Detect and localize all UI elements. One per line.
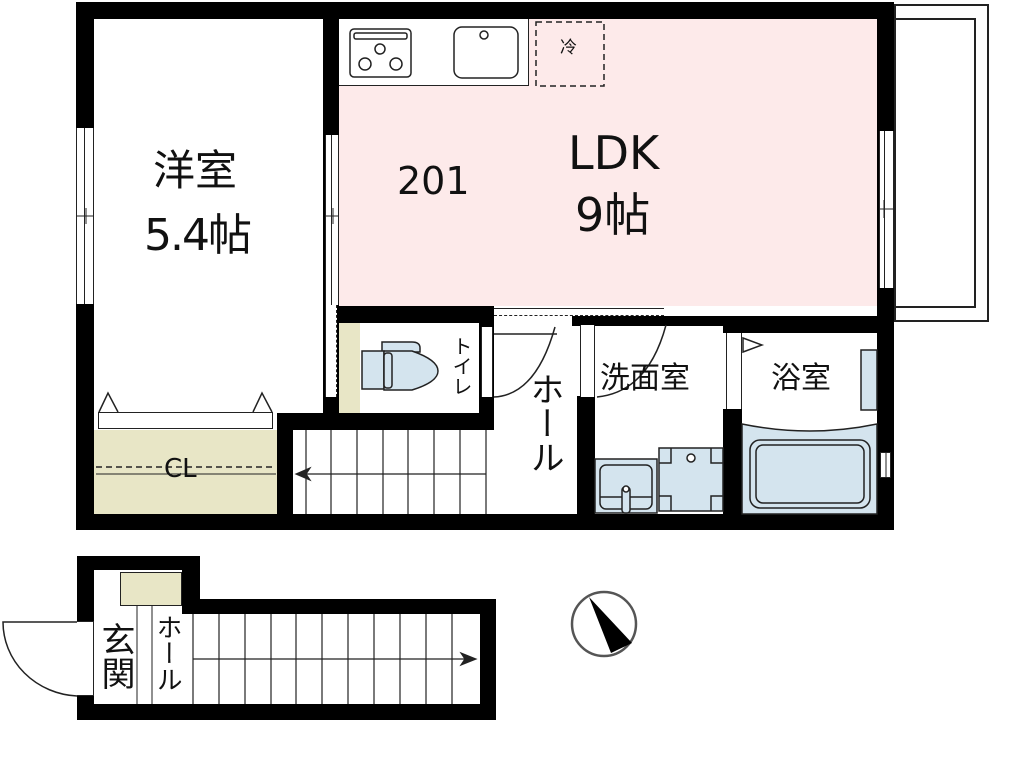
- washbasin-icon: [594, 458, 658, 514]
- wall-top: [76, 2, 894, 19]
- balcony: [894, 4, 989, 322]
- closet-label: CL: [164, 454, 197, 484]
- wall-wash-bath: [723, 409, 742, 530]
- closet-shelf: [98, 412, 273, 429]
- wall-ldk-bottom: [323, 306, 494, 323]
- bath-door-frame: [726, 333, 742, 409]
- ldk-size: 9帖: [575, 188, 651, 242]
- wall-hall-wash: [577, 396, 595, 530]
- toilet-storage: [339, 323, 360, 413]
- wall-bath-top: [723, 316, 894, 333]
- entrance-door-frame: [77, 621, 94, 696]
- bathtub-icon: [741, 349, 878, 515]
- stove-icon: [349, 28, 412, 78]
- washroom-label: 洗面室: [600, 361, 690, 396]
- washing-machine-icon: [658, 447, 724, 512]
- lower-wall-right: [480, 599, 496, 720]
- toilet-icon: [361, 341, 439, 391]
- lower-wall-top-left: [77, 556, 200, 570]
- unit-number: 201: [397, 159, 470, 203]
- refrigerator-outline: [535, 21, 605, 87]
- toilet-door-frame: [481, 327, 493, 397]
- balcony-inner: [894, 18, 976, 308]
- hall-lower-label: ホール: [152, 614, 182, 692]
- hall-door-frame: [580, 325, 595, 397]
- window-inner-line: [331, 135, 332, 305]
- stairs-upper: [293, 430, 489, 514]
- hall-upper: [493, 323, 577, 514]
- lower-wall-bottom: [77, 704, 496, 720]
- closet-door-markers: [98, 391, 273, 413]
- ldk-name: LDK: [568, 126, 660, 180]
- north-arrow-icon: [570, 590, 638, 658]
- western-room: [94, 19, 323, 414]
- western-room-size: 5.4帖: [144, 210, 252, 261]
- sliding-door-ldk[interactable]: [494, 308, 664, 316]
- wall-closet-top: [277, 413, 494, 430]
- kitchen-counter: [339, 19, 529, 86]
- closet: [94, 430, 277, 514]
- hall-upper-label: ホール: [524, 372, 564, 474]
- sink-icon: [453, 26, 519, 79]
- entrance-label: 玄関: [95, 622, 135, 690]
- western-room-name: 洋室: [153, 146, 238, 195]
- shoe-storage: [120, 572, 182, 606]
- entrance-door-swing: [2, 621, 78, 697]
- window-inner: [325, 135, 339, 305]
- refrigerator-label: 冷: [560, 38, 577, 58]
- stairs-lower: [192, 614, 478, 704]
- sliding-door-western[interactable]: [325, 305, 337, 397]
- wall-closet-right: [277, 413, 293, 530]
- lower-wall-step: [182, 556, 200, 613]
- lower-wall-top-right: [182, 599, 496, 614]
- bathroom-label: 浴室: [771, 361, 831, 396]
- toilet-label: トイレ: [449, 336, 473, 396]
